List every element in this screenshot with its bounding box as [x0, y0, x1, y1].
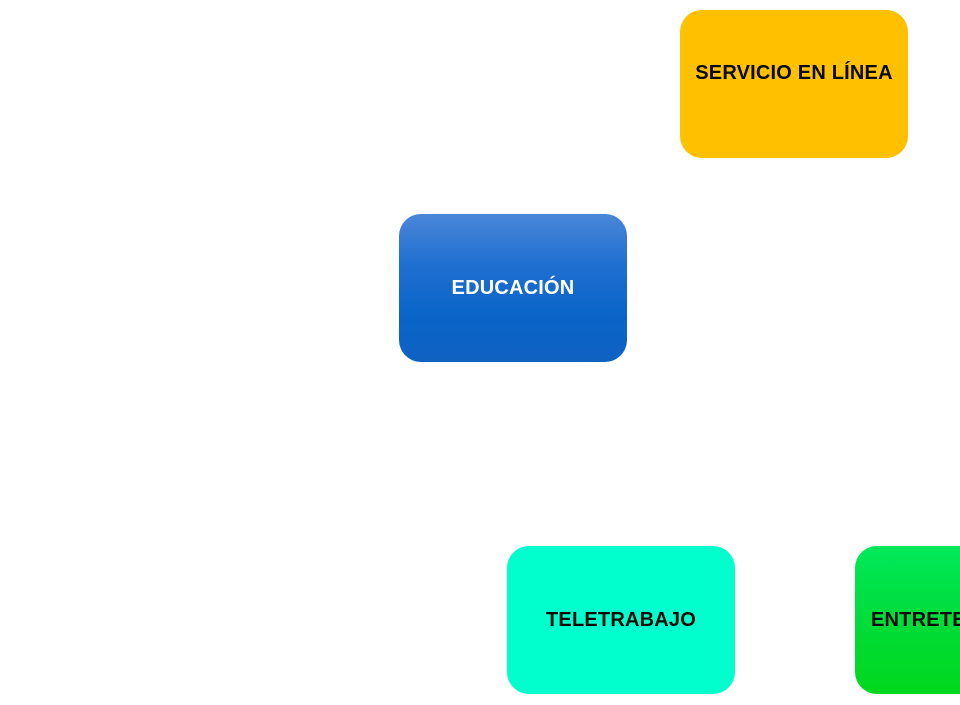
node-entretenimiento-label: ENTRETE — [871, 608, 960, 631]
node-servicio-en-linea-label: SERVICIO EN LÍNEA — [695, 62, 893, 84]
node-servicio-en-linea: SERVICIO EN LÍNEA — [680, 10, 908, 158]
node-entretenimiento: ENTRETE — [855, 546, 960, 694]
node-educacion: EDUCACIÓN — [399, 214, 627, 362]
node-teletrabajo-label: TELETRABAJO — [546, 608, 696, 631]
node-teletrabajo: TELETRABAJO — [507, 546, 735, 694]
node-educacion-label: EDUCACIÓN — [451, 276, 575, 299]
